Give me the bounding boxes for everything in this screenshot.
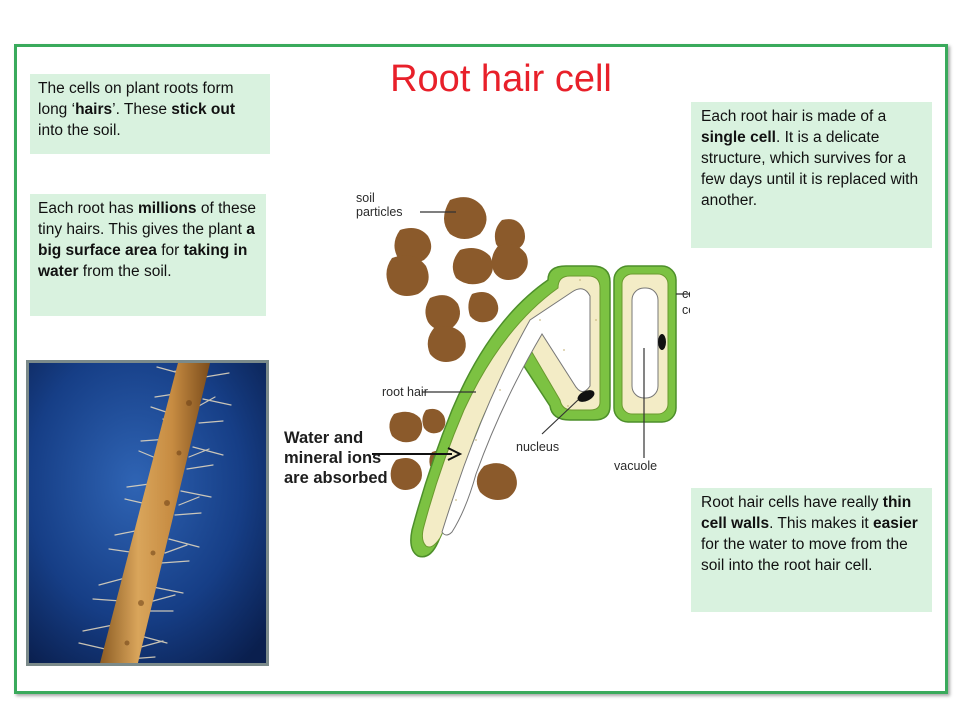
nucleus-label: nucleus	[516, 440, 559, 454]
note-bold: thin cell walls	[701, 494, 912, 532]
neighbour-cell	[613, 265, 677, 423]
soil-particle	[389, 411, 423, 443]
vacuole-label: vacuole	[614, 459, 657, 473]
note-bold: stick out	[171, 101, 236, 118]
soil-particle	[394, 228, 432, 264]
note-text: of these tiny hairs. This gives the plan…	[38, 200, 256, 238]
soil-particle	[386, 255, 429, 296]
page-title: Root hair cell	[390, 58, 612, 100]
vacuole-shape	[631, 287, 659, 399]
note-text: ’. These	[112, 101, 172, 118]
note-text: The cells on plant roots form long ‘	[38, 80, 234, 118]
soil-particles	[386, 197, 528, 500]
note-text: . This makes it	[769, 515, 874, 532]
note-text: . It is a delicate structure, which surv…	[701, 129, 919, 209]
root-hair-label: root hair	[382, 385, 428, 399]
note-text: Each root has	[38, 200, 138, 217]
note-text: Each root hair is made of a	[701, 108, 887, 125]
note-bold: easier	[873, 515, 918, 532]
soil-particle	[425, 295, 460, 330]
note-text: for the water to move from the soil into…	[701, 536, 908, 574]
nucleus-shape	[577, 390, 595, 402]
arrow-head	[447, 447, 463, 461]
note-bold: taking in water	[38, 242, 248, 280]
info-box-thin-walls: Root hair cells have really thin cell wa…	[691, 488, 932, 612]
nucleus-shape	[658, 334, 666, 350]
soil-particle	[476, 463, 517, 500]
note-text: for	[156, 242, 184, 259]
cellulose-label: cell wall	[682, 303, 690, 317]
info-box-root-hairs: The cells on plant roots form long ‘hair…	[30, 74, 270, 154]
water-absorbed-label: Water and mineral ions are absorbed	[284, 429, 388, 487]
vacuole-shape	[441, 288, 591, 536]
soil-particle	[494, 219, 525, 252]
info-box-surface-area: Each root has millions of these tiny hai…	[30, 194, 266, 316]
note-bold: hairs	[75, 101, 113, 118]
root-photo-image	[29, 363, 266, 663]
soil-particle	[422, 408, 446, 434]
soil-particle	[427, 326, 466, 362]
cellulose-label: cellulose	[682, 287, 690, 301]
soil-particle	[468, 292, 499, 323]
soil-particle	[390, 458, 422, 490]
root-hair-diagram: soil particles root hair cellulose cell …	[356, 191, 690, 558]
label-line	[541, 399, 579, 435]
soil-particle	[444, 197, 487, 239]
note-bold: a big surface area	[38, 221, 255, 259]
root-photo	[26, 360, 269, 666]
info-box-single-cell: Each root hair is made of a single cell.…	[691, 102, 932, 248]
note-bold: millions	[137, 200, 197, 217]
water-arrow	[372, 447, 463, 461]
root-hair-cell	[410, 265, 611, 558]
note-text: from the soil.	[78, 263, 172, 280]
note-bold: single cell	[701, 129, 776, 146]
soil-particle	[452, 248, 493, 285]
soil-particles-label: soil	[356, 191, 375, 205]
note-text: Root hair cells have really	[701, 494, 883, 511]
soil-particles-label: particles	[356, 205, 403, 219]
soil-particle	[491, 244, 528, 280]
note-text: into the soil.	[38, 122, 121, 139]
